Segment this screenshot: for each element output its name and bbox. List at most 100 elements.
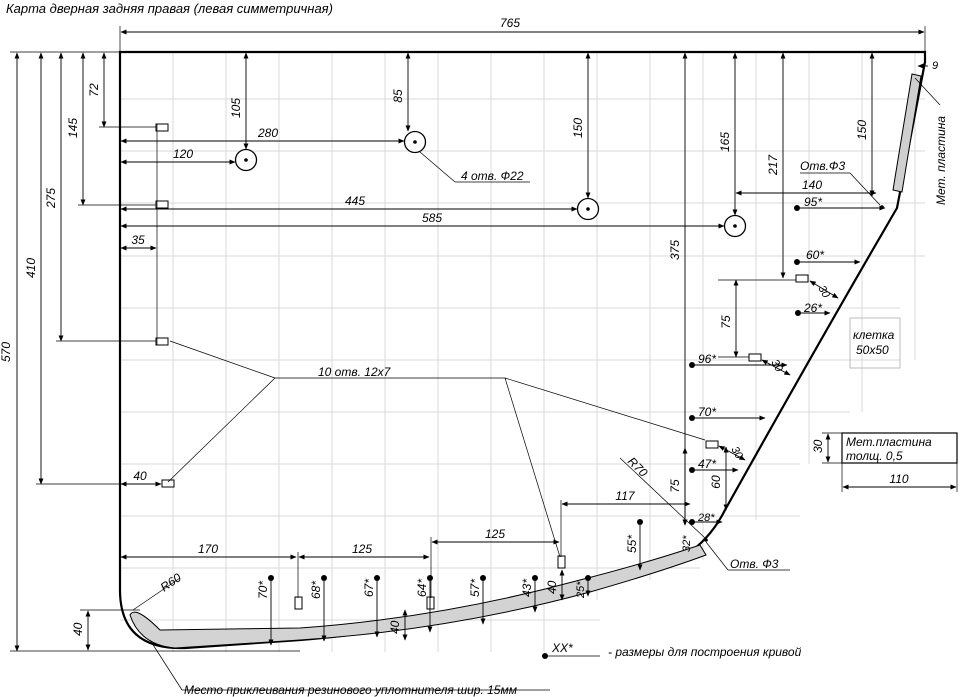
dim-label-410: 410 bbox=[24, 258, 38, 278]
curve-point bbox=[268, 575, 274, 581]
slot bbox=[705, 440, 719, 449]
holes-22-annotation: 4 отв. Ф22 bbox=[461, 169, 524, 183]
curve-label-60: 60* bbox=[806, 248, 824, 262]
dim-label-72: 72 bbox=[87, 83, 101, 97]
curve-label-68: 68* bbox=[309, 581, 323, 599]
legend-key: XX* bbox=[551, 641, 573, 655]
curve-point bbox=[480, 575, 486, 581]
curve-point bbox=[321, 575, 327, 581]
dim-label-75-a: 75 bbox=[719, 315, 733, 329]
curve-point bbox=[374, 575, 380, 581]
dim-label-375: 375 bbox=[668, 240, 682, 260]
dim-label-765: 765 bbox=[500, 16, 520, 30]
hole-3-top-annotation: Отв.Ф3 bbox=[800, 159, 845, 173]
curve-label-96: 96* bbox=[698, 352, 716, 366]
rubber-seal-strip bbox=[129, 544, 707, 649]
dim-label-35: 35 bbox=[131, 233, 145, 247]
dim-label-105: 105 bbox=[229, 98, 243, 118]
cell-label-1: клетка bbox=[853, 328, 895, 342]
dim-label-445: 445 bbox=[345, 194, 365, 208]
slot bbox=[426, 596, 435, 610]
holes-22 bbox=[234, 130, 747, 238]
curve-points: 95* 60* 26* 96* 70* 47* 28* 32* 55* 25* … bbox=[256, 195, 886, 646]
curve-point bbox=[689, 467, 695, 473]
curve-point bbox=[689, 415, 695, 421]
curve-point bbox=[585, 575, 591, 581]
curve-point bbox=[689, 362, 695, 368]
slot bbox=[748, 353, 762, 362]
dim-label-585: 585 bbox=[422, 211, 442, 225]
plate-legend-2: толщ. 0,5 bbox=[846, 449, 903, 463]
curve-point bbox=[532, 575, 538, 581]
curve-point bbox=[427, 575, 433, 581]
dim-label-217: 217 bbox=[766, 154, 780, 176]
curve-label-43: 43* bbox=[520, 579, 534, 597]
curve-label-47: 47* bbox=[698, 457, 716, 471]
curve-label-64: 64* bbox=[415, 579, 429, 597]
plate-legend-w: 110 bbox=[889, 472, 908, 486]
curve-label-32: 32* bbox=[681, 535, 693, 552]
slot bbox=[161, 479, 175, 488]
curve-label-25: 25* bbox=[575, 581, 587, 599]
plate-legend-h: 30 bbox=[811, 439, 825, 453]
slot bbox=[155, 200, 169, 209]
dim-label-570: 570 bbox=[0, 342, 13, 362]
dim-label-280: 280 bbox=[257, 126, 278, 140]
curve-label-26: 26* bbox=[803, 301, 822, 315]
dim-label-40-left: 40 bbox=[133, 469, 147, 483]
plate-legend-box bbox=[841, 432, 958, 464]
dim-label-150-right: 150 bbox=[855, 120, 869, 140]
slot bbox=[795, 274, 809, 283]
metal-plate-side-label: Мет. пластина bbox=[934, 116, 948, 205]
legend-text: - размеры для построения кривой bbox=[608, 645, 802, 659]
dim-label-120: 120 bbox=[173, 147, 193, 161]
dim-label-75-b: 75 bbox=[668, 479, 682, 493]
drawing-title: Карта дверная задняя правая (левая симме… bbox=[6, 1, 333, 16]
curve-point bbox=[795, 310, 801, 316]
dim-label-140: 140 bbox=[802, 178, 822, 192]
slot bbox=[155, 337, 169, 346]
curve-point bbox=[637, 519, 643, 525]
curve-label-28: 28* bbox=[697, 512, 715, 524]
curve-label-57: 57* bbox=[468, 579, 482, 597]
slot bbox=[294, 596, 303, 610]
dim-label-40-b2: 40 bbox=[388, 620, 402, 634]
dim-label-275: 275 bbox=[44, 188, 58, 209]
dim-label-40-b1: 40 bbox=[545, 580, 559, 594]
legend-point bbox=[542, 653, 548, 659]
dim-label-85: 85 bbox=[391, 89, 405, 103]
plate-legend-1: Мет.пластина bbox=[846, 435, 932, 449]
dim-label-125-a: 125 bbox=[352, 542, 372, 556]
seal-annotation: Место приклеивания резинового уплотнител… bbox=[184, 683, 517, 697]
metal-plate-strip bbox=[892, 73, 922, 193]
radius-label-r70: R70 bbox=[625, 454, 651, 480]
hole-3-bottom-annotation: Отв. Ф3 bbox=[730, 557, 779, 571]
curve-label-67: 67* bbox=[362, 579, 376, 597]
dim-label-40-bottom-left: 40 bbox=[71, 622, 85, 636]
dim-label-125-b: 125 bbox=[485, 527, 505, 541]
slots-12x7 bbox=[155, 123, 809, 610]
dim-label-9: 9 bbox=[932, 60, 938, 72]
slots-annotation: 10 отв. 12х7 bbox=[318, 365, 392, 379]
curve-label-55: 55* bbox=[625, 535, 639, 553]
slot bbox=[155, 123, 169, 132]
cell-label-2: 50х50 bbox=[856, 343, 889, 357]
curve-point bbox=[794, 205, 800, 211]
dim-label-150-mid: 150 bbox=[571, 118, 585, 138]
curve-label-70: 70* bbox=[698, 405, 716, 419]
curve-label-70-bottom: 70* bbox=[256, 581, 270, 599]
grid-cells bbox=[120, 52, 925, 652]
cell-sample bbox=[849, 317, 901, 369]
dim-label-145: 145 bbox=[66, 118, 80, 138]
curve-point bbox=[794, 259, 800, 265]
dim-label-60: 60 bbox=[709, 475, 723, 489]
dim-label-117: 117 bbox=[615, 489, 635, 503]
slot bbox=[557, 555, 566, 569]
dim-label-165: 165 bbox=[718, 132, 732, 152]
curve-label-95: 95* bbox=[804, 195, 822, 209]
dim-label-170: 170 bbox=[198, 542, 218, 556]
hole-3-bottom bbox=[704, 538, 708, 542]
curve-point bbox=[689, 519, 695, 525]
